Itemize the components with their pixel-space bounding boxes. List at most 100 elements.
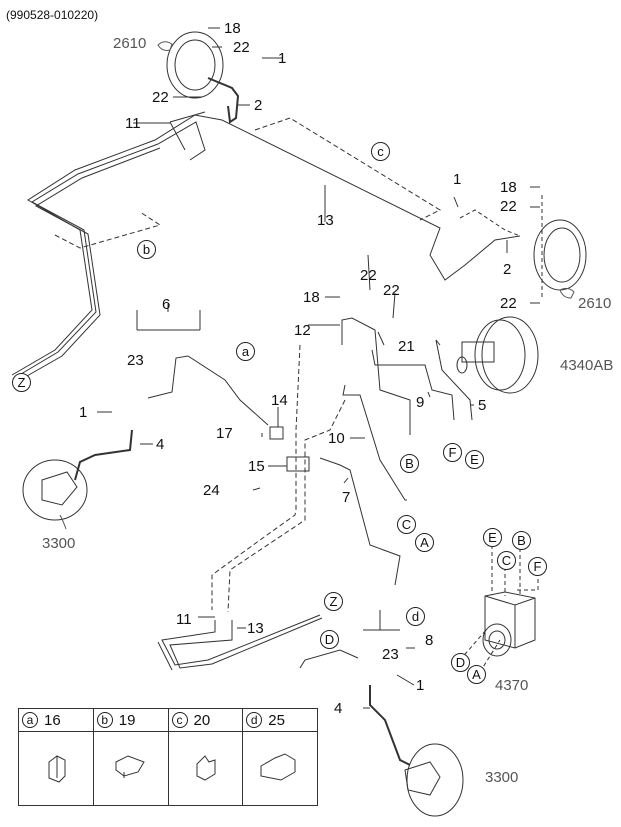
caliper-front-left xyxy=(22,459,88,521)
legend-part: 25 xyxy=(268,711,285,729)
clip-25-icon xyxy=(260,753,296,781)
part-label-22: 22 xyxy=(500,295,517,312)
part-label-22: 22 xyxy=(233,39,250,56)
legend-part: 16 xyxy=(44,711,61,729)
junction-14 xyxy=(269,426,284,440)
part-label-18: 18 xyxy=(224,20,241,37)
part-label-9: 9 xyxy=(416,394,425,411)
part-label-7: 7 xyxy=(342,489,351,506)
part-label-18: 18 xyxy=(303,289,320,306)
reference-4340ab[interactable]: 4340AB xyxy=(560,357,614,374)
reference-3300[interactable]: 3300 xyxy=(42,535,76,552)
reference-4370[interactable]: 4370 xyxy=(495,677,529,694)
part-label-11: 11 xyxy=(176,611,192,628)
part-label-1: 1 xyxy=(79,404,88,421)
part-label-4: 4 xyxy=(156,436,165,453)
part-label-5: 5 xyxy=(478,397,487,414)
clip-19-icon xyxy=(115,755,145,778)
part-label-13: 13 xyxy=(247,620,264,637)
junction-15 xyxy=(286,456,310,472)
part-label-23: 23 xyxy=(127,352,144,369)
legend-marker: c xyxy=(171,712,188,728)
line-8 xyxy=(299,649,359,669)
part-label-17: 17 xyxy=(216,425,233,442)
legend-cell-b: b 19 xyxy=(93,709,169,805)
part-label-14: 14 xyxy=(271,392,288,409)
part-label-13: 13 xyxy=(317,212,334,229)
marker-e-upper: E xyxy=(465,450,484,469)
part-label-1: 1 xyxy=(453,171,462,188)
legend-marker: b xyxy=(96,712,113,728)
part-label-22: 22 xyxy=(500,198,517,215)
part-label-18: 18 xyxy=(500,179,517,196)
marker-f-upper: F xyxy=(443,443,462,462)
clip-20-icon xyxy=(196,755,215,781)
diagram-code: (990528-010220) xyxy=(6,8,99,22)
part-label-10: 10 xyxy=(328,430,345,447)
marker-d-upper: D xyxy=(320,630,339,649)
clip-legend-table: a 16 b 19 c 20 d 25 xyxy=(18,708,318,806)
marker-a-abs: A xyxy=(467,665,486,684)
line-9 xyxy=(371,349,455,421)
reference-3300[interactable]: 3300 xyxy=(485,769,519,786)
part-label-8: 8 xyxy=(425,632,434,649)
legend-marker: d xyxy=(246,712,263,728)
legend-cell-d: d 25 xyxy=(243,709,317,805)
caliper-rear-right xyxy=(404,743,464,817)
marker-z: Z xyxy=(12,373,31,392)
part-label-2: 2 xyxy=(254,97,263,114)
legend-marker: a xyxy=(22,712,38,728)
legend-part: 19 xyxy=(118,711,136,729)
marker-d-abs: D xyxy=(451,653,470,672)
part-label-22: 22 xyxy=(152,89,169,106)
part-label-2: 2 xyxy=(503,261,512,278)
marker-b-upper: B xyxy=(400,454,419,473)
marker-c: c xyxy=(371,142,390,161)
part-label-22: 22 xyxy=(383,282,400,299)
marker-a: a xyxy=(236,342,255,361)
marker-b-abs: B xyxy=(512,531,531,550)
part-label-15: 15 xyxy=(248,458,265,475)
hose-2-top xyxy=(207,77,240,124)
part-label-4: 4 xyxy=(334,700,343,717)
reference-2610[interactable]: 2610 xyxy=(113,35,147,52)
hose-4-right xyxy=(369,685,411,766)
part-label-21: 21 xyxy=(398,338,415,355)
backing-plate-front-right xyxy=(533,219,587,299)
marker-d: d xyxy=(406,607,425,626)
marker-c-abs: C xyxy=(497,551,516,570)
line-13 xyxy=(11,114,521,376)
marker-b: b xyxy=(137,240,156,259)
part-label-6: 6 xyxy=(162,296,171,313)
part-label-12: 12 xyxy=(294,322,311,339)
legend-part: 20 xyxy=(193,711,211,729)
brake-booster xyxy=(456,316,539,394)
marker-a-upper: A xyxy=(415,533,434,552)
lines-bottom-left xyxy=(161,614,321,666)
line-6 xyxy=(147,355,269,426)
line-5 xyxy=(435,339,473,421)
marker-c-upper: C xyxy=(397,515,416,534)
line-11-top xyxy=(169,111,206,151)
part-label-24: 24 xyxy=(203,482,220,499)
marker-z: Z xyxy=(324,592,343,611)
part-label-23: 23 xyxy=(382,646,399,663)
legend-cell-a: a 16 xyxy=(19,709,94,805)
line-12 xyxy=(341,317,411,435)
marker-e-abs: E xyxy=(483,528,502,547)
legend-cell-c: c 20 xyxy=(168,709,244,805)
line-10 xyxy=(342,384,407,501)
part-label-1: 1 xyxy=(416,677,425,694)
backing-plate-front-left xyxy=(157,31,224,99)
reference-2610[interactable]: 2610 xyxy=(578,295,612,312)
hose-4-left xyxy=(74,429,133,481)
part-label-22: 22 xyxy=(360,267,377,284)
clip-16-icon xyxy=(48,755,66,783)
line-7 xyxy=(319,457,401,586)
part-label-11: 11 xyxy=(125,115,141,132)
part-label-1: 1 xyxy=(278,50,287,67)
marker-f-abs: F xyxy=(528,557,547,576)
abs-module xyxy=(482,591,536,657)
